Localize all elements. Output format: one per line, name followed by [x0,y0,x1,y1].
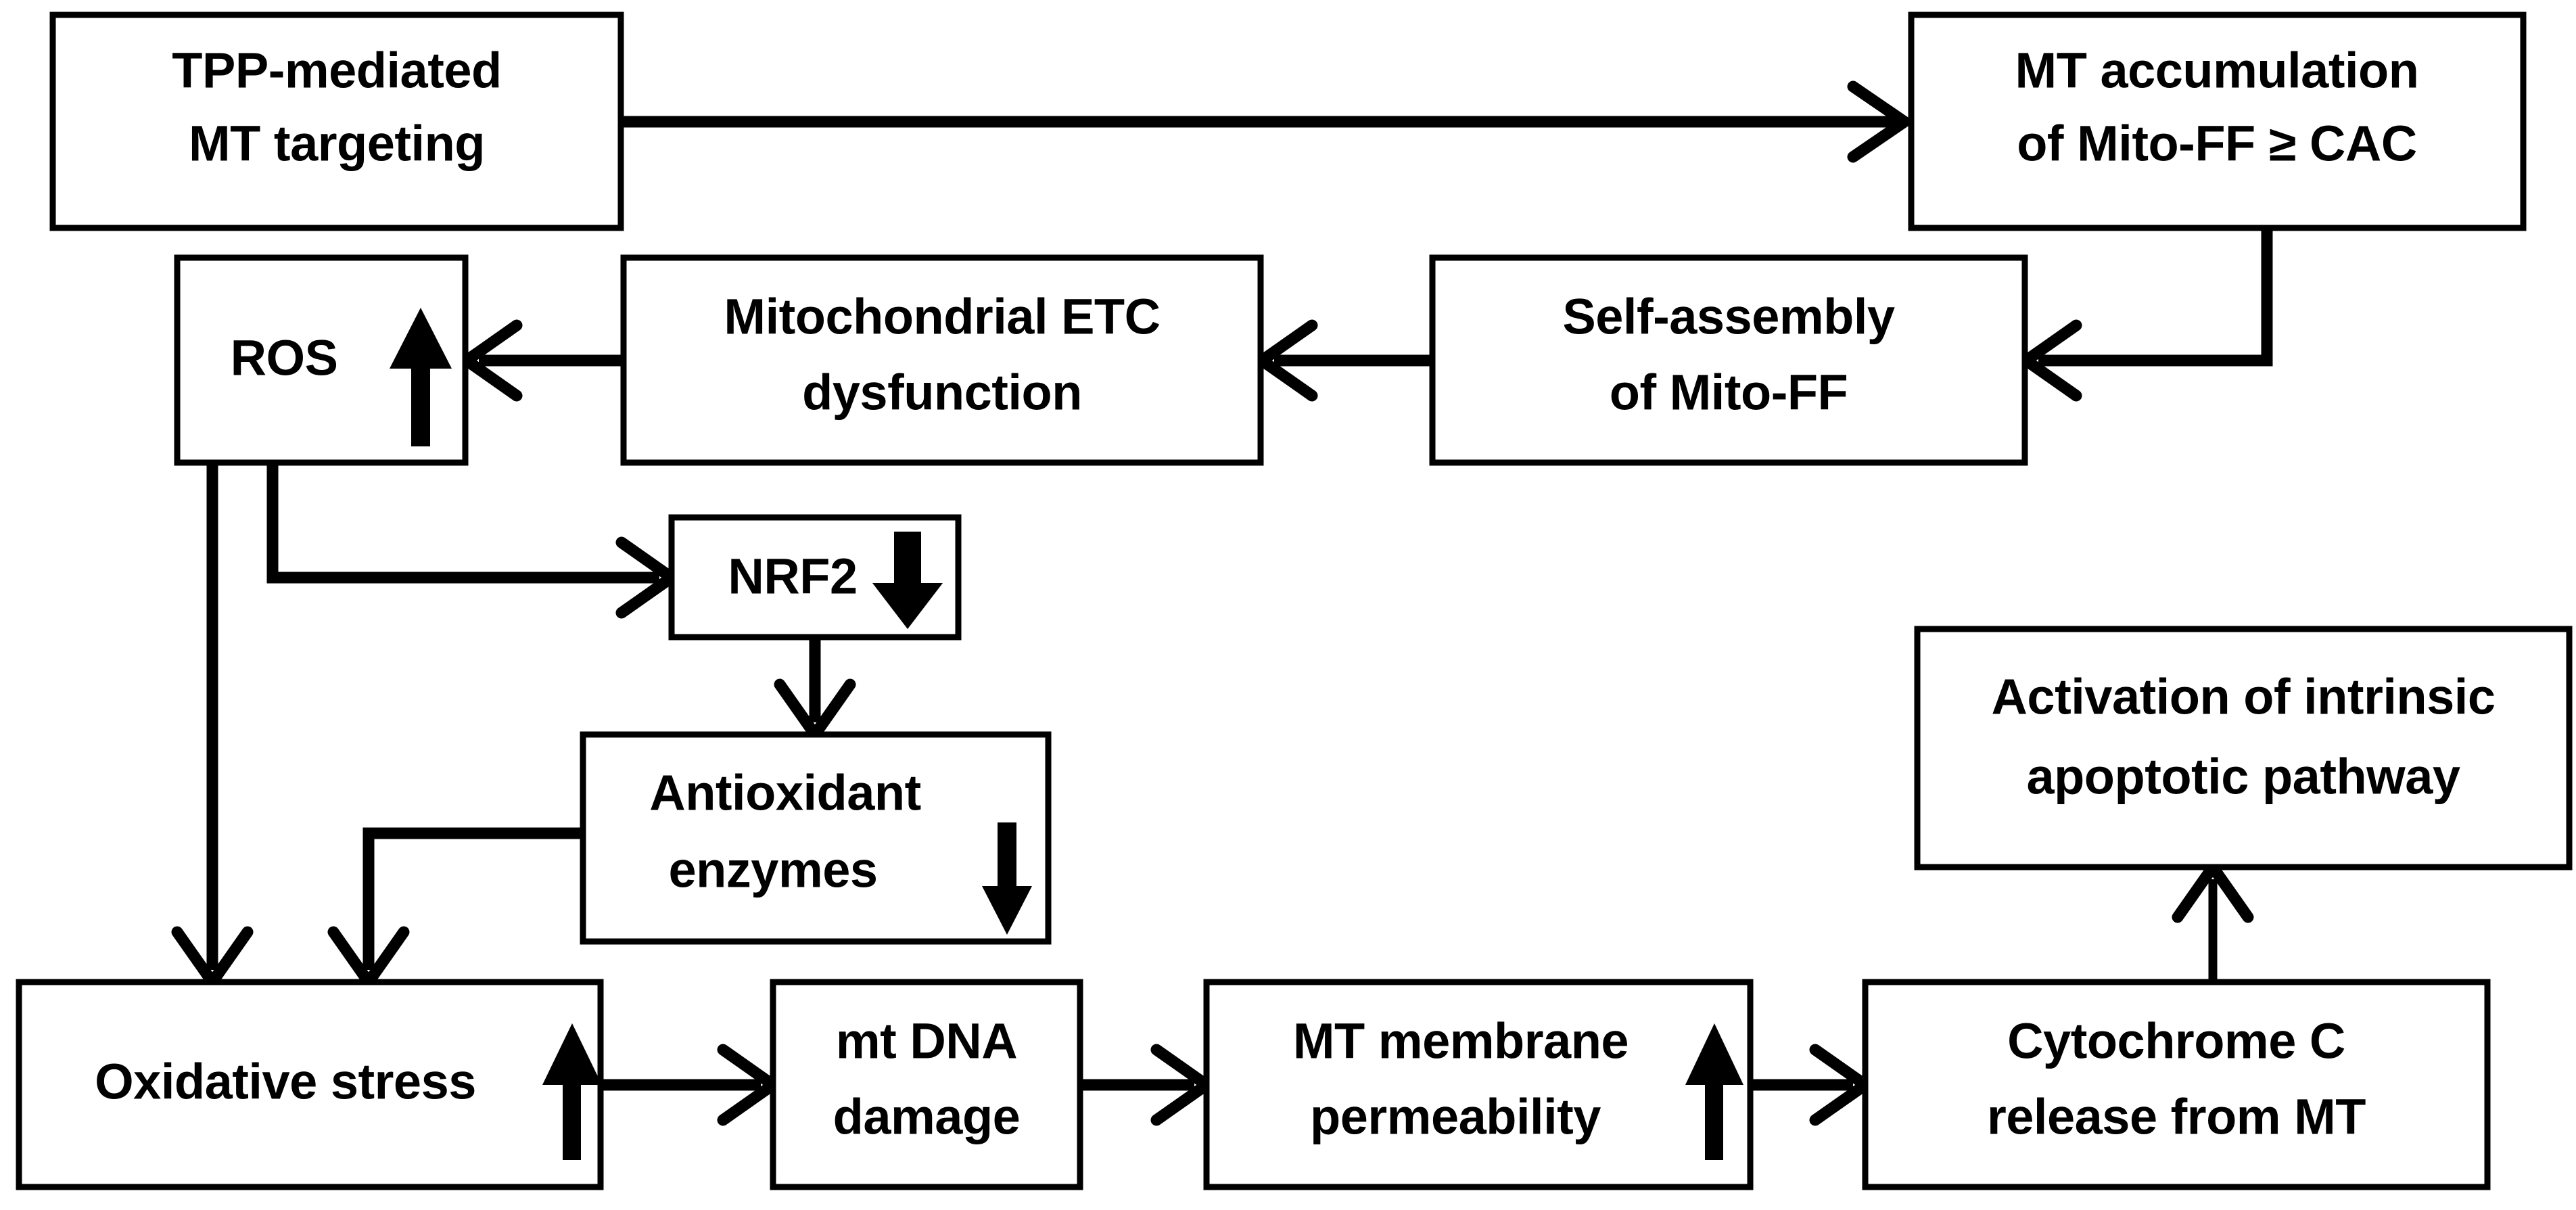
edge-oxidative-stress-to-mt-dna-damage [601,1044,779,1126]
node-label-mt-dna-line1: mt DNA [836,1013,1017,1069]
edge-mt-dna-damage-to-mt-membrane-permeability [1080,1044,1213,1126]
down-arrow-icon [982,822,1032,935]
node-label-apoptosis-line1: Activation of intrinsic [1991,669,2495,725]
node-label-nrf2: NRF2 [728,549,857,605]
node-label-tpp-line2: MT targeting [189,116,485,172]
node-label-self-assembly-line2: of Mito-FF [1610,365,1848,421]
node-label-cytochrome-c-line1: Cytochrome C [2007,1013,2345,1069]
edge-ros-to-oxidative-stress [171,463,254,988]
node-label-mt-accumulation-line2: of Mito-FF ≥ CAC [2017,116,2417,172]
edge-nrf2-to-antioxidant-enzymes [774,637,856,741]
up-arrow-icon [1685,1023,1743,1160]
node-label-antioxidant-line2: enzymes [668,842,877,898]
node-label-ros: ROS [231,330,338,386]
node-mitochondrial-etc-dysfunction[interactable]: Mitochondrial ETC dysfunction [620,254,1264,466]
node-oxidative-stress[interactable]: Oxidative stress [16,979,604,1190]
node-label-cytochrome-c-line2: release from MT [1987,1089,2366,1145]
node-label-mt-membrane-line2: permeability [1310,1089,1601,1145]
up-arrow-icon [542,1023,602,1160]
node-mt-dna-damage[interactable]: mt DNA damage [770,979,1083,1190]
edge-mt-accumulation-to-self-assembly [2020,228,2273,402]
node-antioxidant-enzymes[interactable]: Antioxidant enzymes [580,731,1052,945]
node-label-mt-dna-line2: damage [833,1089,1021,1145]
edge-self-assembly-to-etc-dysfunction [1256,319,1432,402]
node-label-self-assembly-line1: Self-assembly [1562,289,1895,345]
node-label-oxidative-stress: Oxidative stress [95,1054,476,1110]
edge-tpp-to-mt-accumulation [621,80,1911,163]
up-arrow-icon [390,308,452,446]
node-tpp-mediated-mt-targeting[interactable]: TPP-mediated MT targeting [49,11,624,231]
node-self-assembly-of-mito-ff[interactable]: Self-assembly of Mito-FF [1429,254,2028,466]
node-mt-membrane-permeability[interactable]: MT membrane permeability [1203,979,1754,1190]
node-label-mt-membrane-line1: MT membrane [1293,1013,1629,1069]
node-label-antioxidant-line1: Antioxidant [649,765,920,821]
node-ros[interactable]: ROS [174,254,469,466]
edge-ros-to-nrf2 [266,463,678,619]
down-arrow-icon [872,532,943,629]
edge-cytochrome-c-to-apoptosis-activation [2172,861,2254,982]
node-label-mt-accumulation-line1: MT accumulation [2015,43,2419,99]
node-mt-accumulation-of-mito-ff[interactable]: MT accumulation of Mito-FF ≥ CAC [1908,11,2527,231]
node-apoptosis-activation[interactable]: Activation of intrinsic apoptotic pathwa… [1914,626,2573,870]
node-label-etc-line1: Mitochondrial ETC [724,289,1160,345]
node-nrf2[interactable]: NRF2 [668,514,962,641]
node-cytochrome-c-release[interactable]: Cytochrome C release from MT [1862,979,2491,1190]
node-label-apoptosis-line2: apoptotic pathway [2026,749,2460,805]
edge-etc-dysfunction-to-ros [461,319,624,402]
node-label-etc-line2: dysfunction [802,365,1082,421]
node-label-tpp-line1: TPP-mediated [172,43,501,99]
edge-mt-membrane-permeability-to-cytochrome-c [1750,1044,1871,1126]
edge-antioxidant-enzymes-to-oxidative-stress [327,827,583,988]
